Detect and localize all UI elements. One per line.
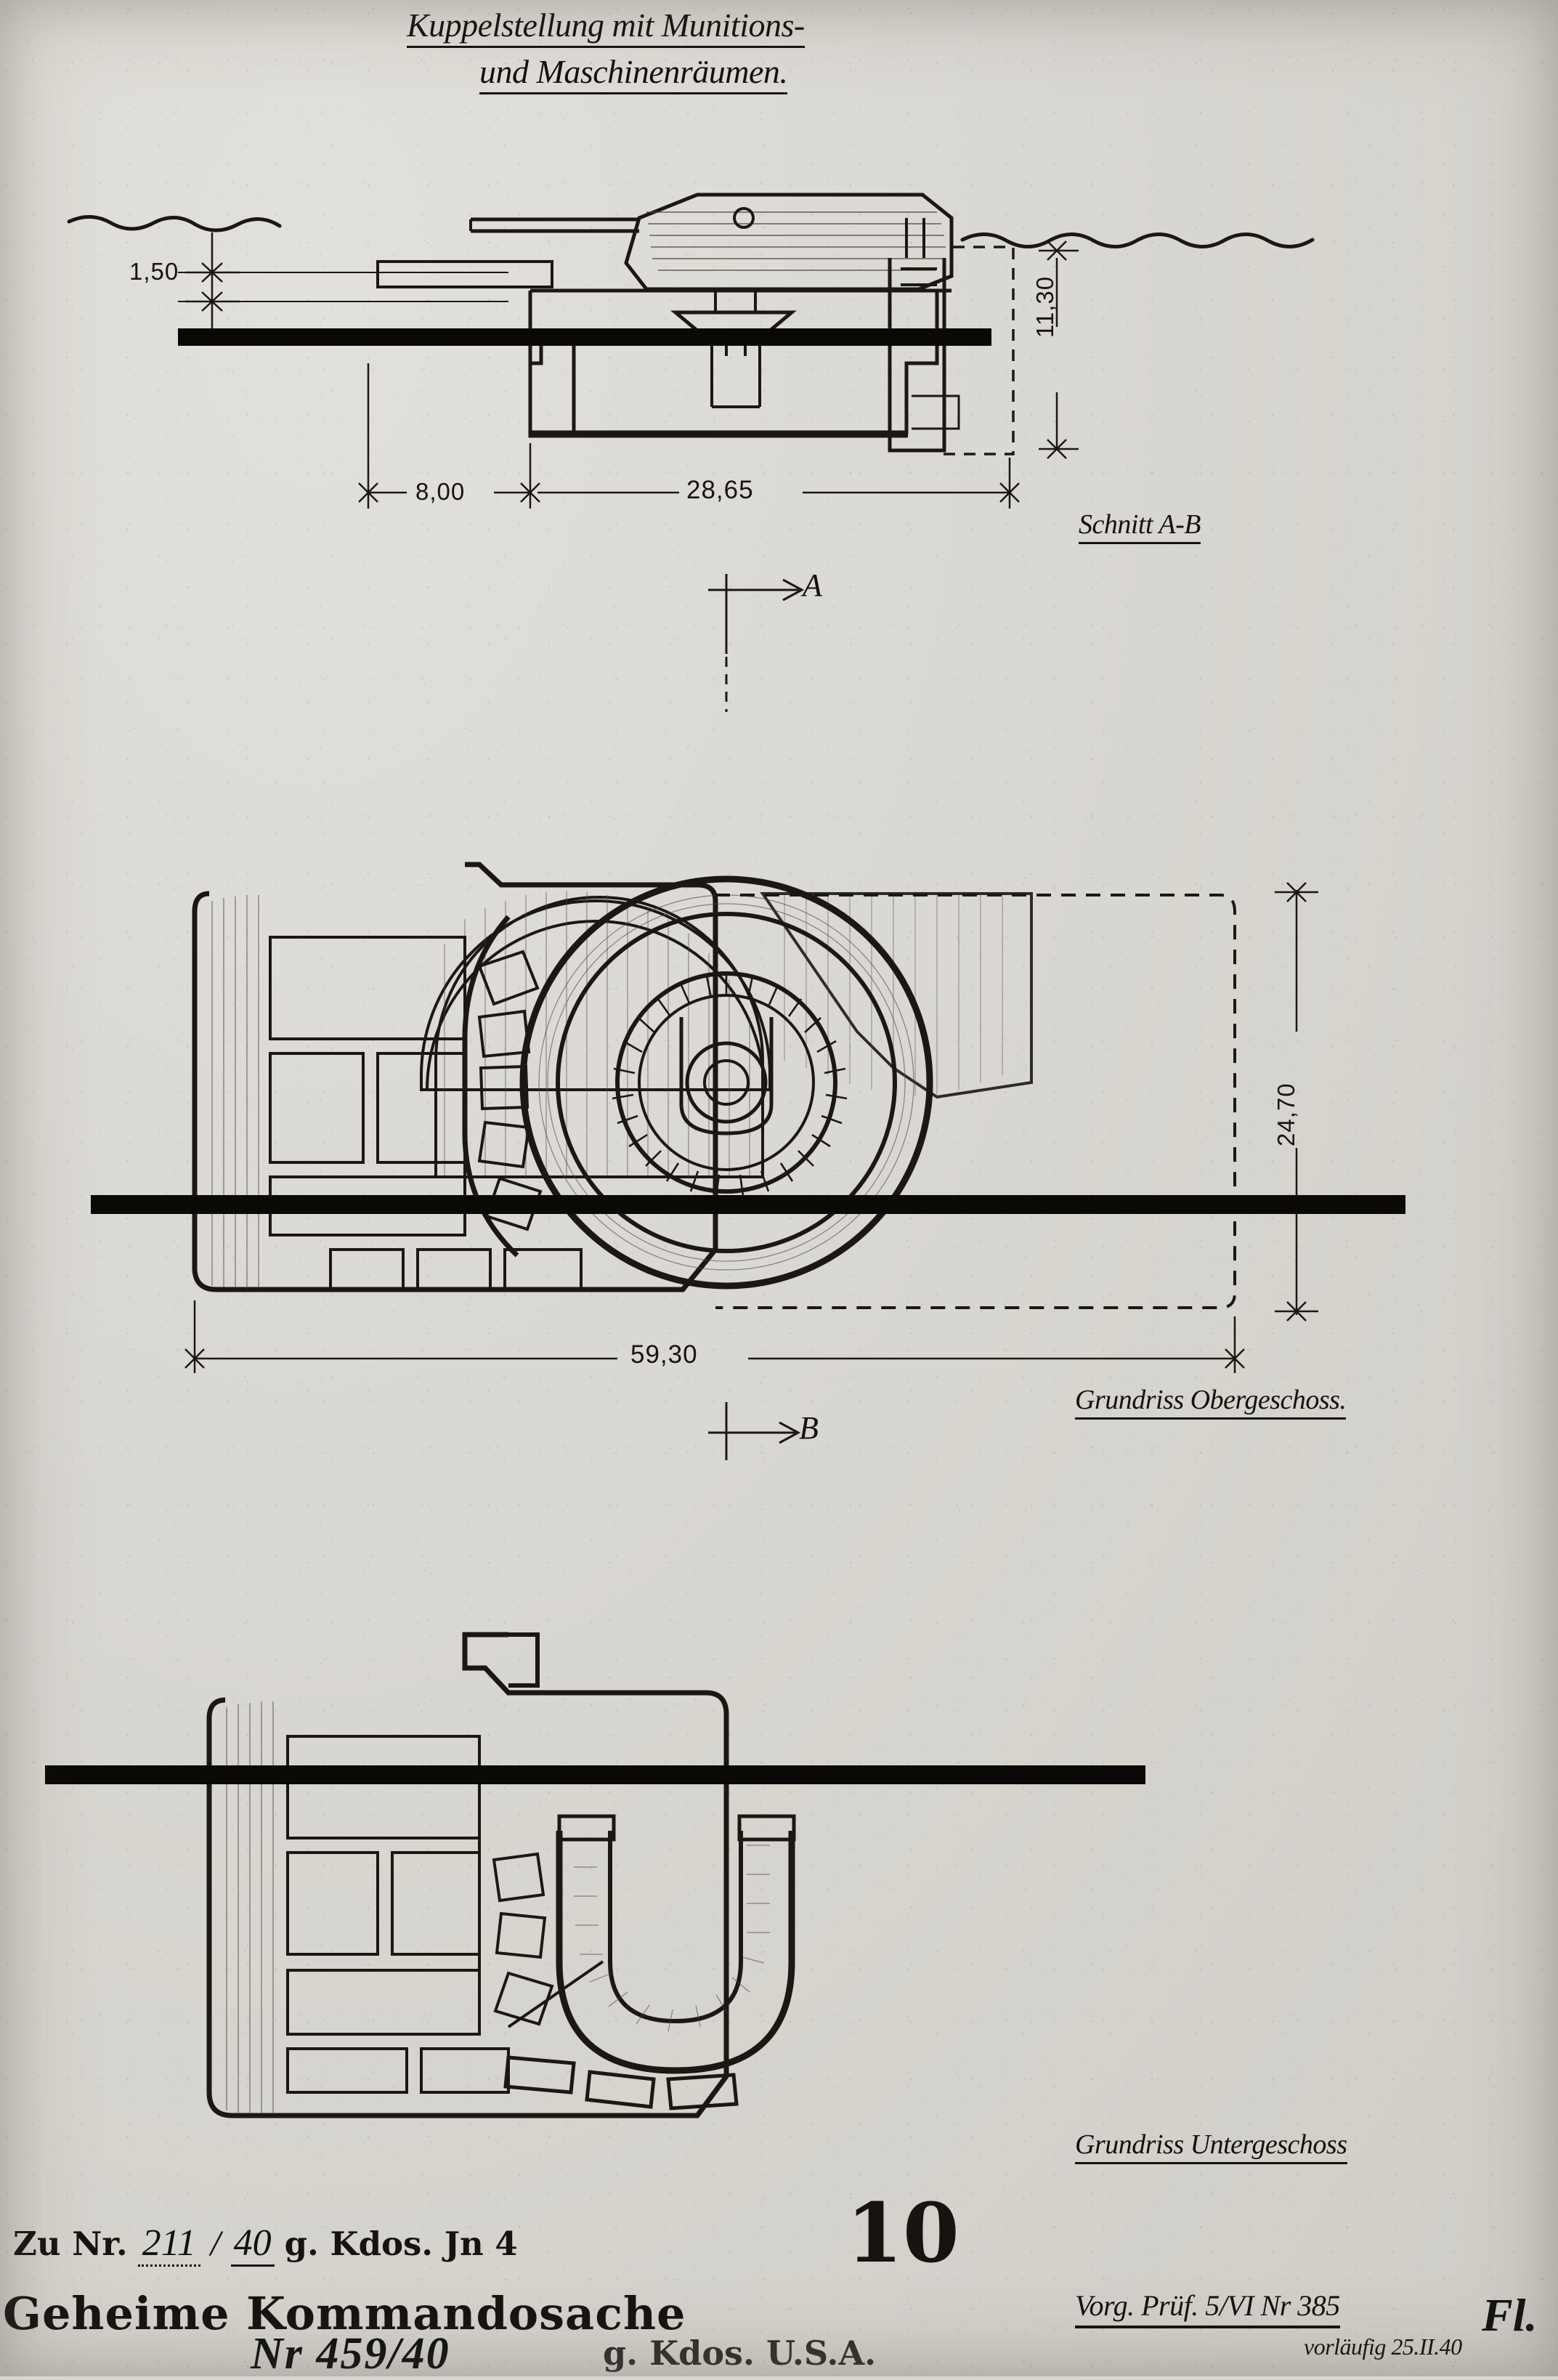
section-marker-a: A [803,567,822,603]
reference-prefix: Zu Nr. [13,2225,128,2263]
approval-stamp-line-2: vorläufig 25.II.40 [1304,2334,1462,2360]
label-schnitt-ab: Schnitt A-B [1079,509,1201,544]
redaction-bar-lower-plan [45,1765,1145,1784]
document-title-line-1: Kuppelstellung mit Munitions- [407,6,805,48]
classification-stamp: Geheime Kommandosache [3,2287,686,2340]
signature-initials: Fl. [1482,2289,1538,2341]
dimension-28-65: 28,65 [686,476,754,504]
redaction-bar-section [178,328,991,346]
document-title-line-2: und Maschinenräumen. [479,52,788,94]
reference-number: 211 [137,2222,200,2267]
label-grundriss-obergeschoss: Grundriss Obergeschoss. [1075,1384,1347,1420]
classification-sub-stamp: g. Kdos. U.S.A. [603,2334,877,2373]
reference-line: Zu Nr. 211 / 40 g. Kdos. Jn 4 [13,2222,518,2267]
reference-year: 40 [230,2222,275,2267]
reference-suffix: g. Kdos. Jn 4 [284,2225,518,2263]
dimension-8-00: 8,00 [415,478,466,505]
page-number: 10 [846,2186,959,2281]
approval-stamp-line-1: Vorg. Prüf. 5/VI Nr 385 [1075,2288,1340,2328]
dimension-1-50: 1,50 [129,258,179,285]
dimension-59-30: 59,30 [630,1340,698,1369]
redaction-bar-upper-plan [91,1195,1405,1214]
section-marker-b: B [799,1410,819,1446]
reference-separator: / [210,2222,221,2263]
handwritten-number: Nr 459/40 [251,2329,450,2379]
label-grundriss-untergeschoss: Grundriss Untergeschoss [1075,2129,1347,2164]
